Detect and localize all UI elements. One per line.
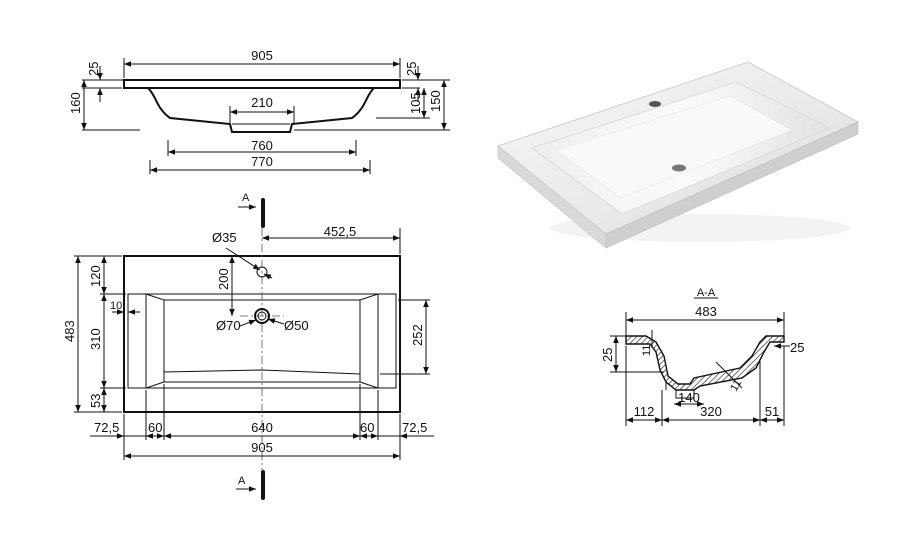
section-height-left: 25 <box>600 348 615 362</box>
dim-overall-width: 905 <box>251 48 273 63</box>
dim-height-right: 150 <box>428 90 443 112</box>
section-middle-width: 320 <box>700 404 722 419</box>
dim-depth-front: 53 <box>88 394 103 408</box>
section-view: A-A 483 25 11 25 11 140 <box>600 287 804 426</box>
section-left-offset: 112 <box>634 404 655 419</box>
section-thickness-slope: 11 <box>728 378 744 394</box>
section-right-offset: 51 <box>765 404 779 419</box>
dim-inner-width: 760 <box>251 138 273 153</box>
dim-overall-width-bottom: 905 <box>251 440 273 455</box>
dim-bottom-3: 60 <box>360 420 374 435</box>
tap-hole-diameter: Ø35 <box>212 230 237 245</box>
dim-drain-width: 210 <box>251 95 273 110</box>
dim-depth-total: 483 <box>62 320 77 342</box>
drain-hole-3d <box>672 164 686 172</box>
dim-rim-right: 25 <box>404 62 419 76</box>
basin-3d-render <box>496 61 860 249</box>
drain-hole <box>254 308 270 324</box>
dim-height-basin: 105 <box>408 92 423 114</box>
drain-inner-diameter: Ø70 <box>216 318 241 333</box>
dim-bottom-1: 60 <box>148 420 162 435</box>
dim-depth-bowl: 310 <box>88 328 103 350</box>
drain-outer-diameter: Ø50 <box>284 318 309 333</box>
section-profile <box>625 335 785 391</box>
tap-hole-3d <box>649 101 661 107</box>
dim-bottom-0: 72,5 <box>94 420 119 435</box>
dim-height-total: 160 <box>68 92 83 114</box>
plan-view: A A Ø35 Ø70 Ø50 452,5 200 <box>62 192 434 500</box>
bowl-profile <box>147 87 375 133</box>
section-thickness-top: 11 <box>641 345 653 356</box>
section-label-top: A <box>242 192 250 204</box>
section-title: A-A <box>697 287 716 299</box>
rim-outline <box>123 79 401 89</box>
dim-outer-width: 770 <box>251 154 273 169</box>
dim-side-wall: 10 <box>110 300 122 312</box>
section-drain-width: 140 <box>678 390 700 405</box>
dim-tap-hole-distance: 200 <box>216 268 231 290</box>
section-label-bottom: A <box>238 475 246 487</box>
section-width: 483 <box>695 304 717 319</box>
tap-hole <box>256 266 268 278</box>
dim-bowl-depth-right: 252 <box>410 324 425 346</box>
front-elevation-view: 905 25 160 25 105 150 210 760 <box>68 48 450 174</box>
dim-bottom-2: 640 <box>251 420 273 435</box>
dim-depth-back: 120 <box>88 265 103 287</box>
section-thickness-right: 25 <box>790 340 804 355</box>
dim-hole-offset: 452,5 <box>324 224 357 239</box>
dim-rim-left: 25 <box>86 62 101 76</box>
dim-bottom-4: 72,5 <box>402 420 427 435</box>
